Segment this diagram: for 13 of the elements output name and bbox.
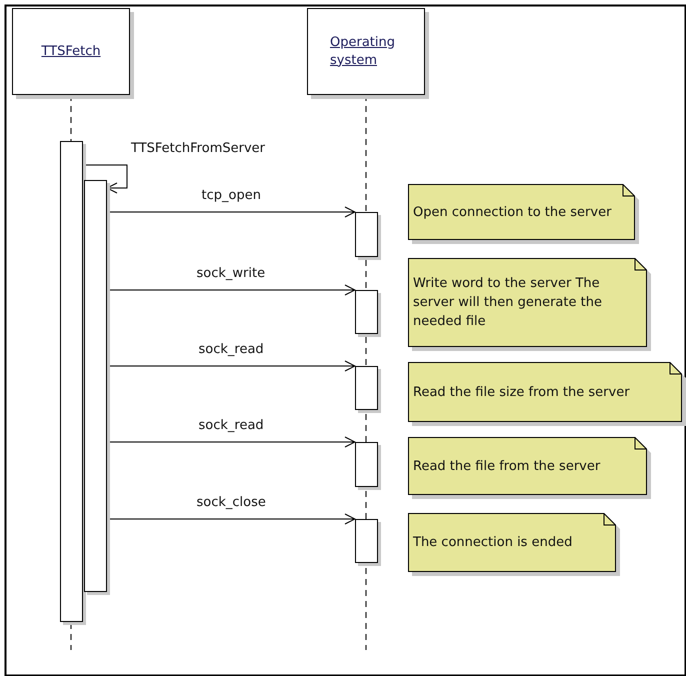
- message-label: TTSFetchFromServer: [131, 141, 265, 156]
- activation-bar: [60, 141, 83, 622]
- activation-bar: [355, 442, 378, 487]
- message-label: sock_write: [196, 266, 266, 281]
- message-label: sock_read: [198, 418, 264, 433]
- activation-bar: [355, 290, 378, 334]
- message-label: sock_read: [198, 342, 264, 357]
- message-label: tcp_open: [202, 188, 261, 203]
- activation-bar: [84, 180, 107, 592]
- message-label: sock_close: [196, 495, 266, 510]
- activation-bar: [355, 519, 378, 563]
- activation-bar: [355, 212, 378, 257]
- activation-bar: [355, 366, 378, 410]
